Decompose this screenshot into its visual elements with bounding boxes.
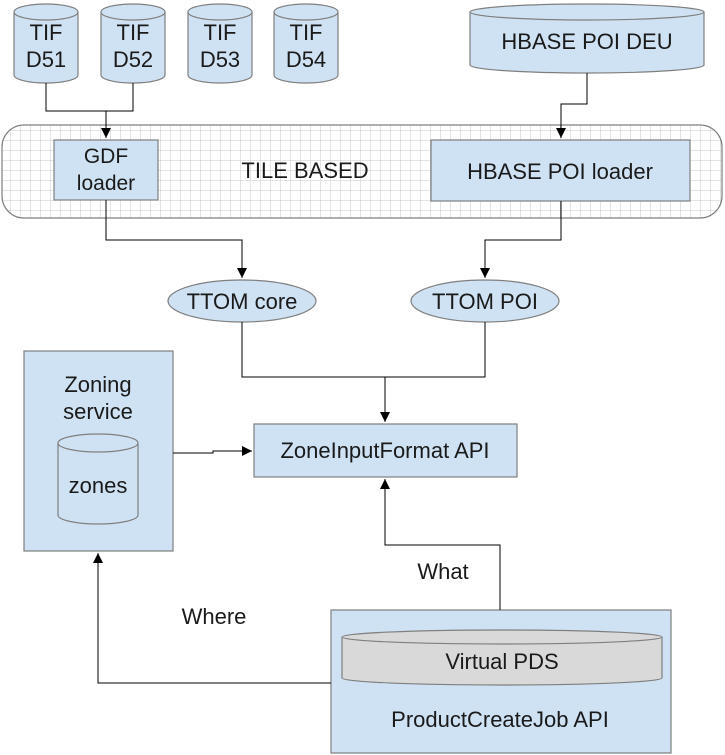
connector-pcj-what	[380, 479, 501, 610]
tif-d51-line1: TIF	[30, 20, 63, 45]
what-label: What	[417, 559, 468, 584]
ttom-poi-ellipse: TTOM POI	[410, 279, 560, 323]
connector-zoning-to-zif	[173, 446, 252, 456]
gdf-loader-line1: GDF	[84, 145, 128, 168]
ttom-core-ellipse: TTOM core	[167, 279, 317, 323]
zoning-service-box: Zoning service zones	[23, 350, 174, 552]
tif-d51-line2: D51	[26, 47, 66, 72]
tile-based-label: TILE BASED	[241, 158, 368, 183]
gdf-loader-box: GDF loader	[53, 139, 159, 201]
zoning-service-line2: service	[63, 399, 133, 424]
tif-d53-line1: TIF	[204, 20, 237, 45]
tif-d52-line2: D52	[113, 47, 153, 72]
tif-d54-line2: D54	[286, 47, 326, 72]
connector-loader-to-ttom-poi	[480, 201, 562, 278]
hbase-poi-deu-store: HBASE POI DEU	[469, 3, 705, 74]
zones-label: zones	[69, 473, 128, 498]
tif-store-d53: TIF D53	[187, 3, 253, 84]
zones-store: zones	[57, 433, 139, 525]
tif-store-d51: TIF D51	[13, 3, 79, 84]
connector-ttom-merge	[241, 322, 486, 378]
hbase-poi-deu-label: HBASE POI DEU	[501, 29, 672, 54]
tif-d52-line1: TIF	[117, 20, 150, 45]
virtual-pds-store: Virtual PDS	[341, 629, 663, 686]
product-create-job-label: ProductCreateJob API	[391, 707, 609, 732]
hbase-poi-loader-label: HBASE POI loader	[467, 159, 653, 184]
connector-hbase-to-loader	[556, 73, 588, 138]
zone-input-format-box: ZoneInputFormat API	[253, 423, 518, 478]
virtual-pds-label: Virtual PDS	[445, 649, 558, 674]
product-create-job-box: Virtual PDS ProductCreateJob API	[330, 609, 672, 754]
connector-d51	[45, 83, 106, 112]
zone-input-format-label: ZoneInputFormat API	[280, 438, 489, 463]
connector-pcj-where	[93, 553, 331, 684]
ttom-core-label: TTOM core	[187, 289, 298, 314]
connector-d52-to-gdf	[101, 83, 134, 138]
tif-store-d52: TIF D52	[100, 3, 166, 84]
tif-store-d54: TIF D54	[273, 3, 339, 84]
zoning-service-line1: Zoning	[64, 372, 131, 397]
tif-d54-line1: TIF	[290, 20, 323, 45]
hbase-poi-loader-box: HBASE POI loader	[430, 139, 691, 202]
where-label: Where	[182, 604, 247, 629]
connectors	[45, 73, 588, 684]
ttom-poi-label: TTOM POI	[432, 289, 538, 314]
connector-gdf-to-ttom-core	[105, 200, 247, 278]
gdf-loader-line2: loader	[77, 172, 135, 195]
tif-d53-line2: D53	[200, 47, 240, 72]
